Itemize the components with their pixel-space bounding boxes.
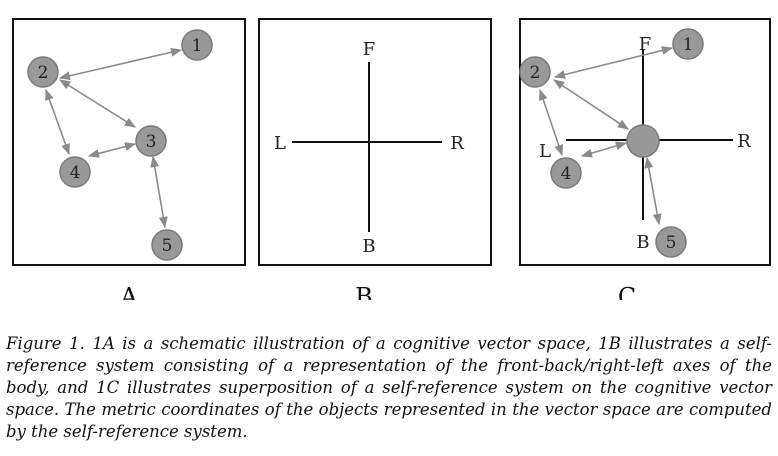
svg-text:2: 2 xyxy=(530,63,541,83)
panel-c: 1 2 4 5 F B L R C xyxy=(519,18,771,300)
axis-label-back: B xyxy=(636,232,649,253)
svg-text:4: 4 xyxy=(70,163,81,183)
axis-label-left: L xyxy=(274,133,286,154)
figure-diagram: 1 2 3 4 5 A F B L R B xyxy=(12,18,771,300)
node-3: 3 xyxy=(135,125,167,157)
panel-b-label: B xyxy=(355,283,373,300)
arrow-4-origin xyxy=(580,141,628,158)
arrow-3-5 xyxy=(150,155,168,229)
panel-a-label: A xyxy=(119,283,138,300)
svg-text:1: 1 xyxy=(192,36,203,56)
node-2: 2 xyxy=(519,56,551,88)
axis-label-back: B xyxy=(362,236,375,257)
arrow-2-4 xyxy=(45,88,70,156)
node-1: 1 xyxy=(181,29,213,61)
axis-label-front: F xyxy=(363,39,376,60)
svg-text:3: 3 xyxy=(146,132,157,152)
node-2: 2 xyxy=(27,56,59,88)
panel-a: 1 2 3 4 5 A xyxy=(12,18,246,300)
axis-label-right: R xyxy=(450,133,464,154)
axis-label-right: R xyxy=(737,131,751,152)
node-1: 1 xyxy=(672,28,704,60)
arrow-origin-5 xyxy=(644,156,662,226)
axis-label-front: F xyxy=(639,34,652,55)
svg-text:5: 5 xyxy=(666,233,677,253)
panel-c-label: C xyxy=(618,283,636,300)
arrow-2-1 xyxy=(58,47,183,81)
svg-text:2: 2 xyxy=(38,63,49,83)
arrow-2-3 xyxy=(59,79,136,128)
node-5: 5 xyxy=(151,229,183,261)
arrow-2-4 xyxy=(538,88,564,157)
panel-b-frame xyxy=(258,18,492,266)
node-5: 5 xyxy=(655,226,687,258)
arrow-4-3 xyxy=(87,142,137,158)
arrow-2-1 xyxy=(553,46,674,79)
origin-node xyxy=(626,124,660,158)
axis-label-left: L xyxy=(539,141,551,162)
node-4: 4 xyxy=(59,156,91,188)
svg-text:5: 5 xyxy=(162,236,173,256)
svg-text:4: 4 xyxy=(561,164,572,184)
arrow-2-origin xyxy=(553,79,629,130)
node-4: 4 xyxy=(550,157,582,189)
panel-a-frame xyxy=(12,18,246,266)
svg-text:1: 1 xyxy=(683,35,694,55)
panel-b: F B L R B xyxy=(258,18,492,300)
panel-c-frame xyxy=(519,18,771,266)
figure-caption: Figure 1. 1A is a schematic illustration… xyxy=(6,334,772,441)
